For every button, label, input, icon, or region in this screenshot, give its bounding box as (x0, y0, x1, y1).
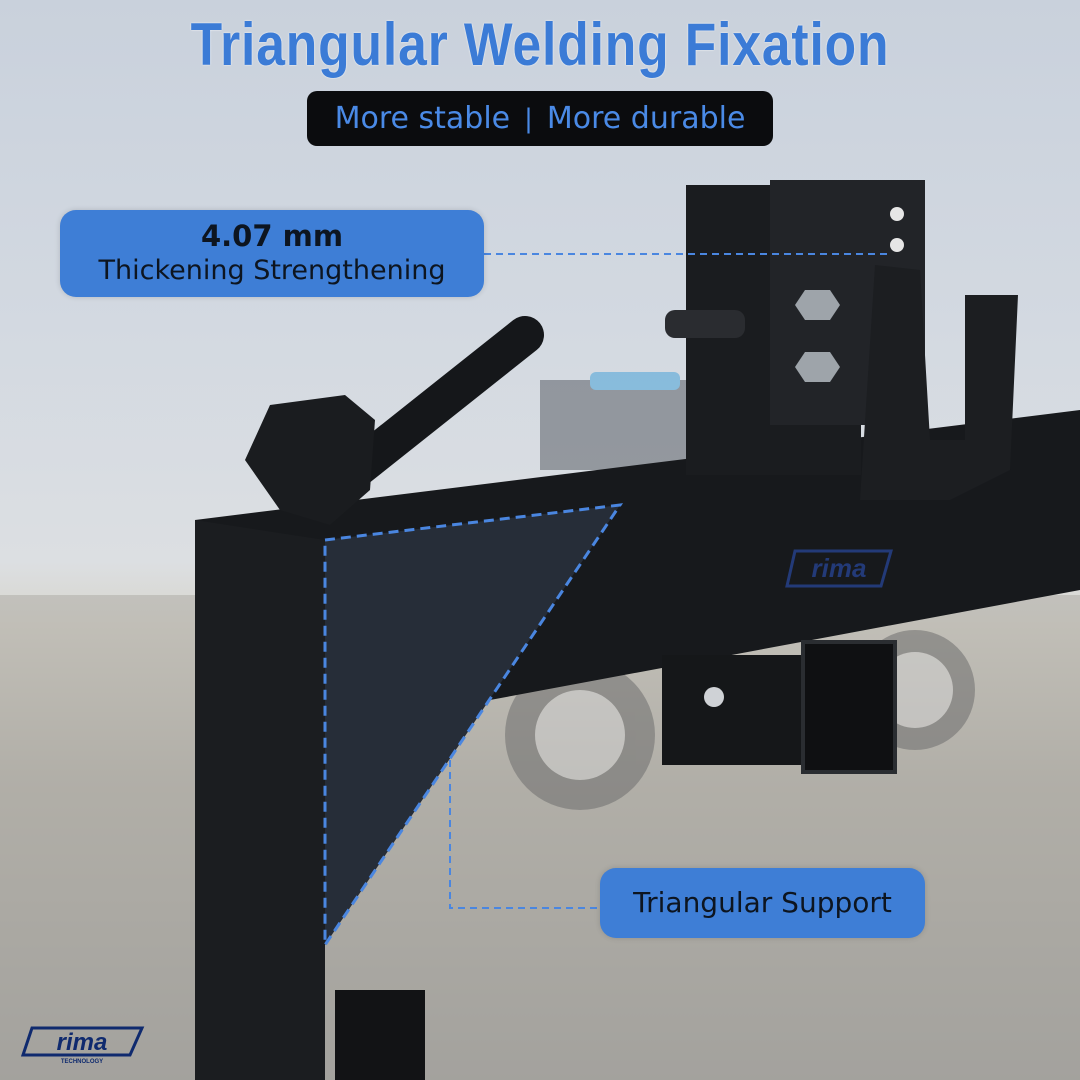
thickness-label: Thickening Strengthening (98, 255, 446, 286)
subtitle-right: More durable (546, 101, 746, 136)
vertical-post (195, 520, 325, 1080)
pin-handle (336, 316, 544, 489)
svg-text:rima: rima (57, 1029, 108, 1056)
page-title: Triangular Welding Fixation (190, 11, 890, 78)
svg-text:TECHNOLOGY: TECHNOLOGY (61, 1059, 103, 1065)
hook (860, 265, 1018, 500)
bottom-bracket (335, 990, 425, 1080)
thickness-value: 4.07 mm (200, 219, 344, 253)
subtitle-badge: More stable | More durable (307, 91, 773, 146)
brand-logo: rima TECHNOLOGY (20, 1026, 145, 1065)
thickness-callout: 4.07 mm Thickening Strengthening (60, 210, 484, 297)
subtitle-separator: | (524, 103, 533, 134)
subtitle-left: More stable (334, 101, 511, 136)
support-leader-line (449, 760, 600, 909)
gusset-dash-outline (323, 503, 624, 950)
support-callout: Triangular Support (600, 868, 925, 938)
beam-logo: rima (785, 549, 893, 588)
svg-text:rima: rima (812, 553, 867, 583)
